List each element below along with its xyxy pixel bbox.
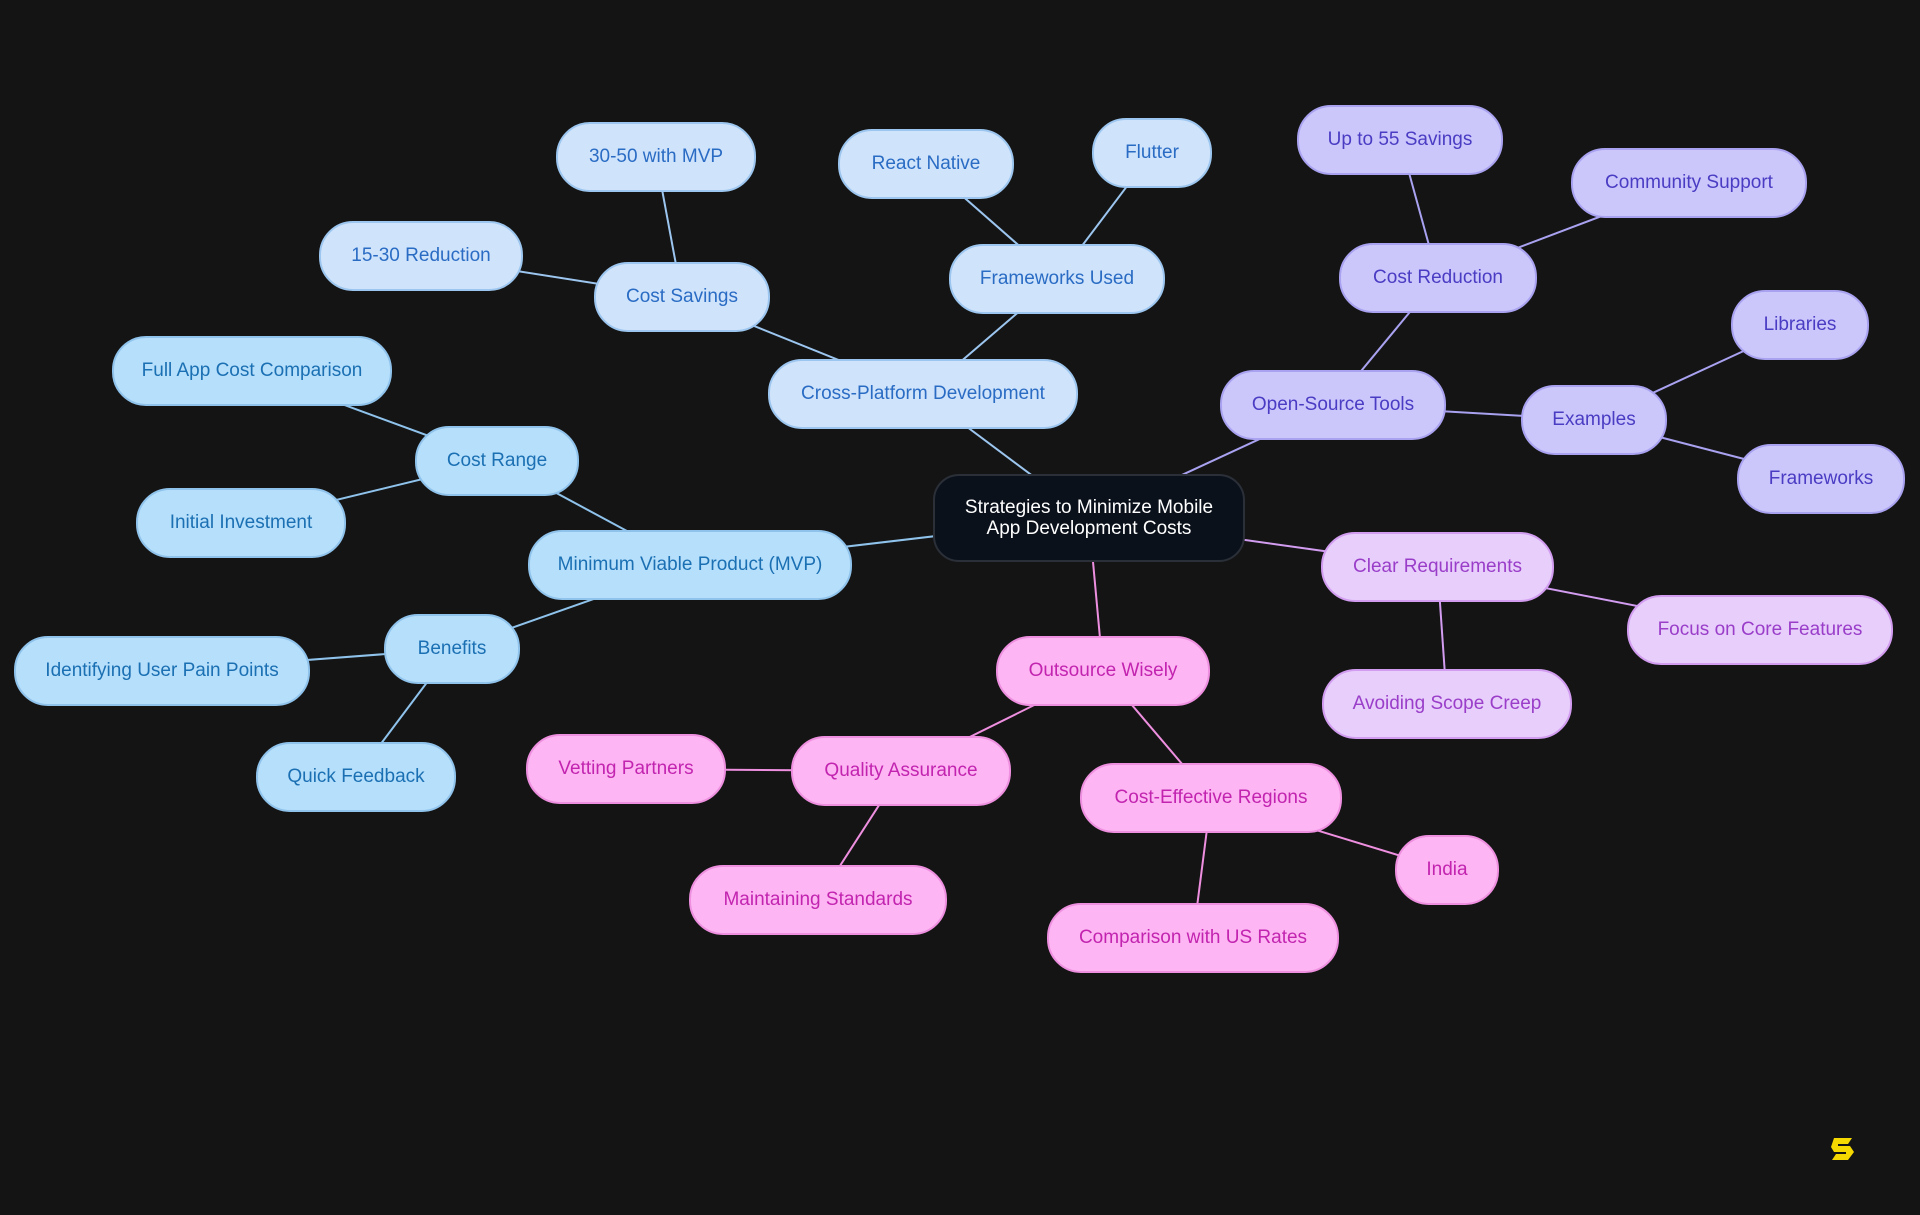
node-focus-on-core-features[interactable]: Focus on Core Features [1627,595,1893,665]
node-full-app-cost-comparison[interactable]: Full App Cost Comparison [112,336,392,406]
brand-logo-icon [1831,1138,1854,1160]
node-community-support[interactable]: Community Support [1571,148,1807,218]
node-comparison-with-us-rates[interactable]: Comparison with US Rates [1047,903,1339,973]
node-vetting-partners[interactable]: Vetting Partners [526,734,726,804]
node-initial-investment[interactable]: Initial Investment [136,488,346,558]
node-examples[interactable]: Examples [1521,385,1667,455]
node-maintaining-standards[interactable]: Maintaining Standards [689,865,947,935]
node-quality-assurance[interactable]: Quality Assurance [791,736,1011,806]
central-topic-node[interactable]: Strategies to Minimize Mobile App Develo… [933,474,1245,562]
node-open-source-tools[interactable]: Open-Source Tools [1220,370,1446,440]
node-libraries[interactable]: Libraries [1731,290,1869,360]
node-outsource-wisely[interactable]: Outsource Wisely [996,636,1210,706]
node-identifying-user-pain-points[interactable]: Identifying User Pain Points [14,636,310,706]
node-15-30-reduction[interactable]: 15-30 Reduction [319,221,523,291]
node-30-50-with-mvp[interactable]: 30-50 with MVP [556,122,756,192]
node-frameworks[interactable]: Frameworks [1737,444,1905,514]
node-react-native[interactable]: React Native [838,129,1014,199]
node-up-to-55-savings[interactable]: Up to 55 Savings [1297,105,1503,175]
node-cost-savings[interactable]: Cost Savings [594,262,770,332]
node-cost-reduction[interactable]: Cost Reduction [1339,243,1537,313]
node-cost-range[interactable]: Cost Range [415,426,579,496]
node-avoiding-scope-creep[interactable]: Avoiding Scope Creep [1322,669,1572,739]
node-clear-requirements[interactable]: Clear Requirements [1321,532,1554,602]
node-benefits[interactable]: Benefits [384,614,520,684]
node-flutter[interactable]: Flutter [1092,118,1212,188]
node-india[interactable]: India [1395,835,1499,905]
node-frameworks-used[interactable]: Frameworks Used [949,244,1165,314]
node-cost-effective-regions[interactable]: Cost-Effective Regions [1080,763,1342,833]
node-minimum-viable-product-mvp[interactable]: Minimum Viable Product (MVP) [528,530,852,600]
node-cross-platform-development[interactable]: Cross-Platform Development [768,359,1078,429]
node-quick-feedback[interactable]: Quick Feedback [256,742,456,812]
